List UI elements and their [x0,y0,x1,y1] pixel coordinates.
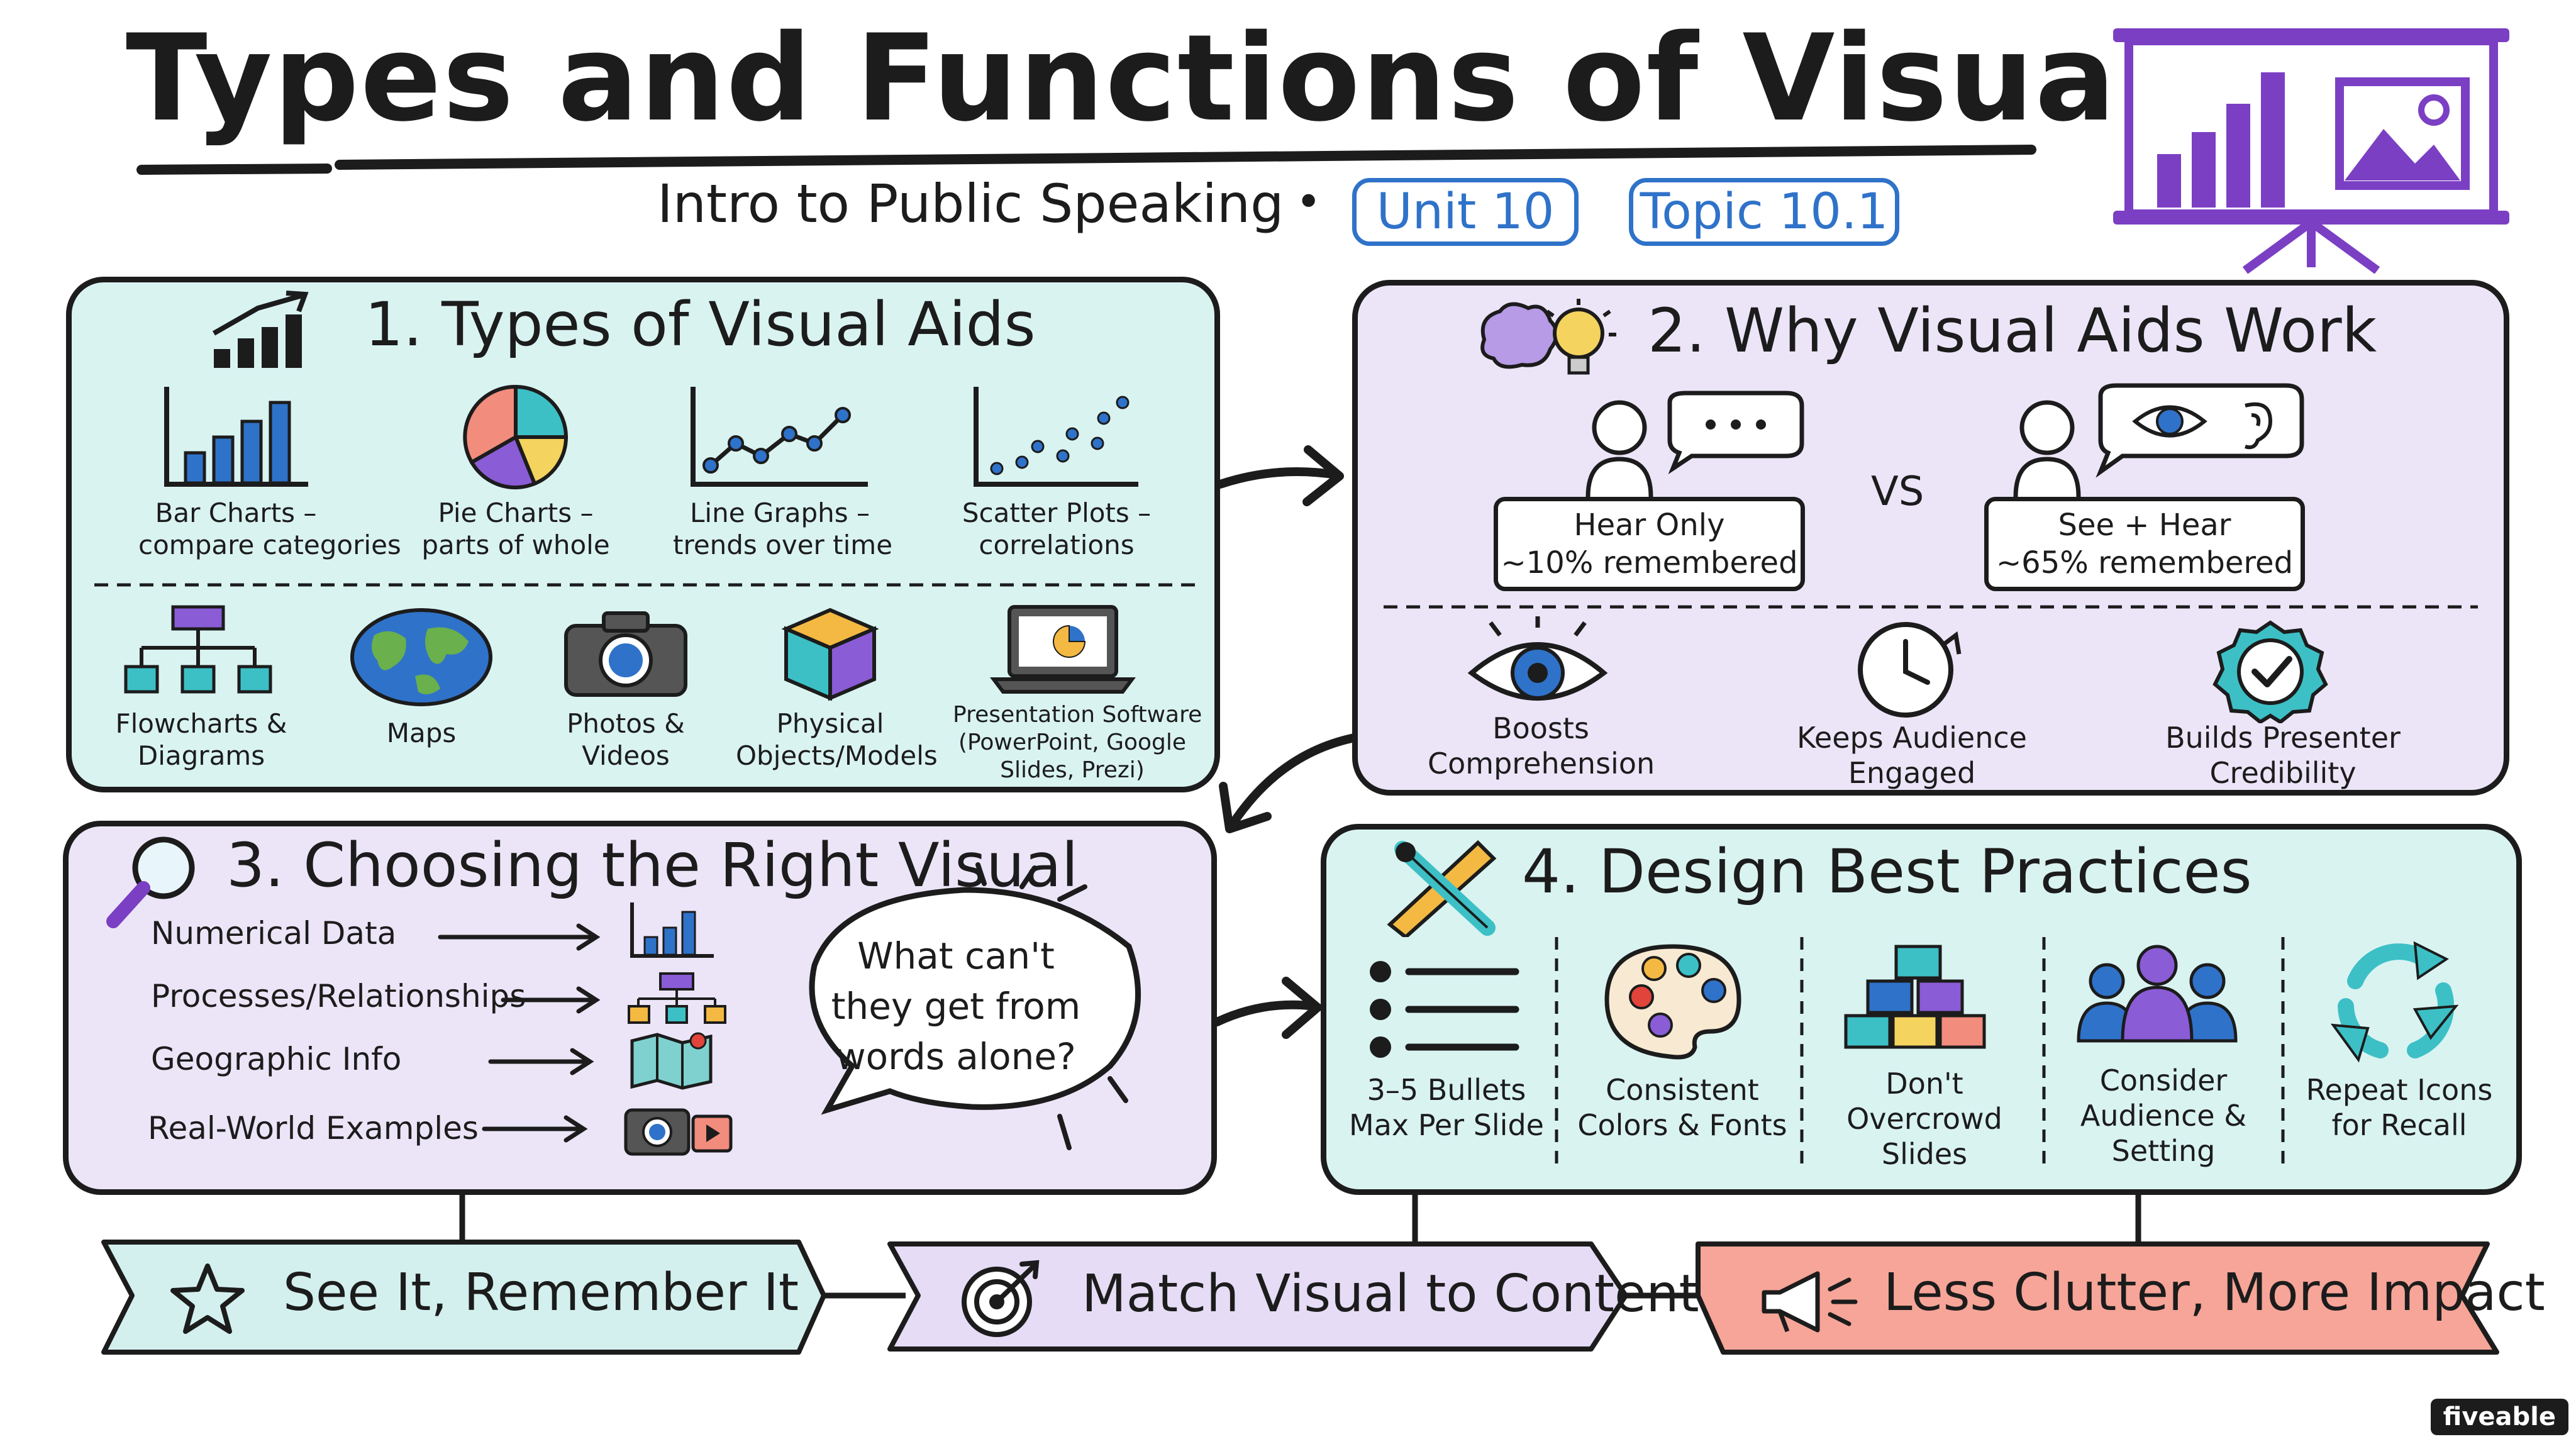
recycle-icon [2330,941,2459,1063]
ruler-pencil-icon [1387,840,1497,937]
star-icon [170,1263,245,1334]
target-icon [962,1260,1040,1337]
badge-check-icon [2212,620,2328,723]
globe-icon [350,608,492,706]
person-see-hear-icon [2013,383,2304,497]
panel-title: 1. Types of Visual Aids [365,289,1036,360]
laptop-icon [990,605,1136,694]
visual-row-label: Geographic Info [151,1041,402,1077]
row-arrows-and-icons [438,902,733,1156]
hear-only-box: Hear Only~10% remembered [1494,497,1805,591]
camera-video-icon [624,1108,733,1156]
audience-icon [2077,945,2238,1043]
course-name: Intro to Public Speaking [657,173,1284,235]
flowchart-icon [628,972,726,1024]
magnifying-glass-icon [106,836,195,928]
speech-bubble [809,862,1141,1150]
person-speech-icon [1585,391,1804,497]
unit-badge: Unit 10 [1352,178,1579,246]
panel-types-of-visual-aids [66,277,1220,792]
brain-lightbulb-icon [1480,299,1616,375]
banner-text: Match Visual to Content [1082,1264,1699,1324]
page-title: Types and Functions of Visual Aids [126,9,2497,148]
type-label: Line Graphs –trends over time [673,497,893,561]
bar-chart-icon [630,902,714,958]
type-label: Pie Charts –parts of whole [421,497,610,561]
separator-dot: • [1296,176,1322,228]
flowchart-icon [124,605,272,694]
panel-title: 4. Design Best Practices [1522,836,2252,907]
palette-icon [1604,944,1741,1060]
visual-row-label: Numerical Data [151,915,397,952]
see-hear-box: See + Hear~65% remembered [1984,497,2305,591]
panel-title: 3. Choosing the Right Visual [226,830,1079,901]
type-label: Flowcharts &Diagrams [115,708,287,772]
eye-icon [1467,616,1608,701]
type-label: Photos &Videos [567,708,685,772]
brand-logo: fiveable [2430,1399,2568,1435]
visual-row-label: Real-World Examples [148,1110,479,1146]
type-label: Maps [386,718,457,748]
cube-icon [781,608,879,701]
bar-chart-icon [164,387,308,487]
rising-bar-chart-icon [213,291,309,368]
megaphone-icon [1762,1271,1858,1333]
banner-text: Less Clutter, More Impact [1884,1263,2545,1323]
vs-label: VS [1871,469,1924,515]
line-graph-icon [691,387,868,487]
scatter-plot-icon [974,387,1138,487]
pie-chart-icon [463,384,569,490]
panel-title: 2. Why Visual Aids Work [1648,296,2377,366]
column-dividers [1555,937,2285,1170]
banner-text: See It, Remember It [283,1263,799,1323]
visual-row-label: Processes/Relationships [151,978,526,1014]
type-label: Presentation Software(PowerPoint, Google… [953,702,1202,783]
map-icon [630,1032,713,1090]
clock-icon [1858,622,1962,718]
dashed-divider [94,583,1201,587]
presentation-screen-icon [2113,28,2509,274]
blocks-icon [1844,945,1986,1049]
camera-icon [564,611,687,697]
topic-badge: Topic 10.1 [1629,178,1899,246]
dashed-divider [1384,605,2478,609]
type-label: Scatter Plots –correlations [962,497,1152,561]
bullet-list-icon [1370,961,1519,1058]
